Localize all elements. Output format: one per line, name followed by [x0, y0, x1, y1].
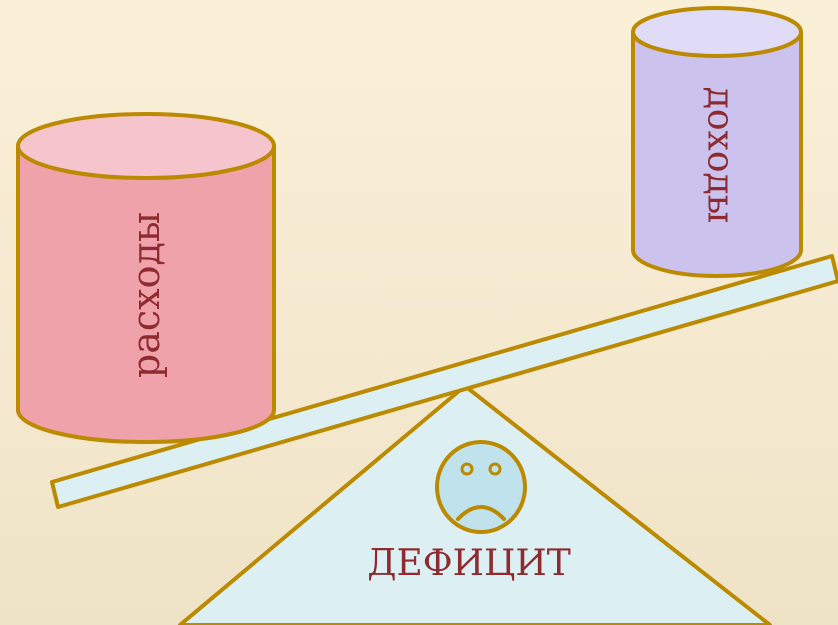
- sad-face-icon: [435, 440, 527, 534]
- income-cylinder-top: [631, 6, 803, 58]
- lever-beam: [50, 254, 838, 509]
- income-cylinder: доходы: [631, 6, 803, 278]
- frown: [456, 505, 506, 521]
- income-cylinder-body: [631, 30, 803, 278]
- left-eye: [460, 462, 474, 476]
- income-label: доходы: [700, 87, 741, 224]
- right-eye: [488, 462, 502, 476]
- expenses-cylinder-top: [16, 112, 276, 180]
- deficit-label: ДЕФИЦИТ: [367, 543, 571, 584]
- expenses-cylinder-body: [16, 144, 276, 444]
- expenses-label: расходы: [124, 212, 168, 378]
- expenses-cylinder: расходы: [16, 112, 276, 444]
